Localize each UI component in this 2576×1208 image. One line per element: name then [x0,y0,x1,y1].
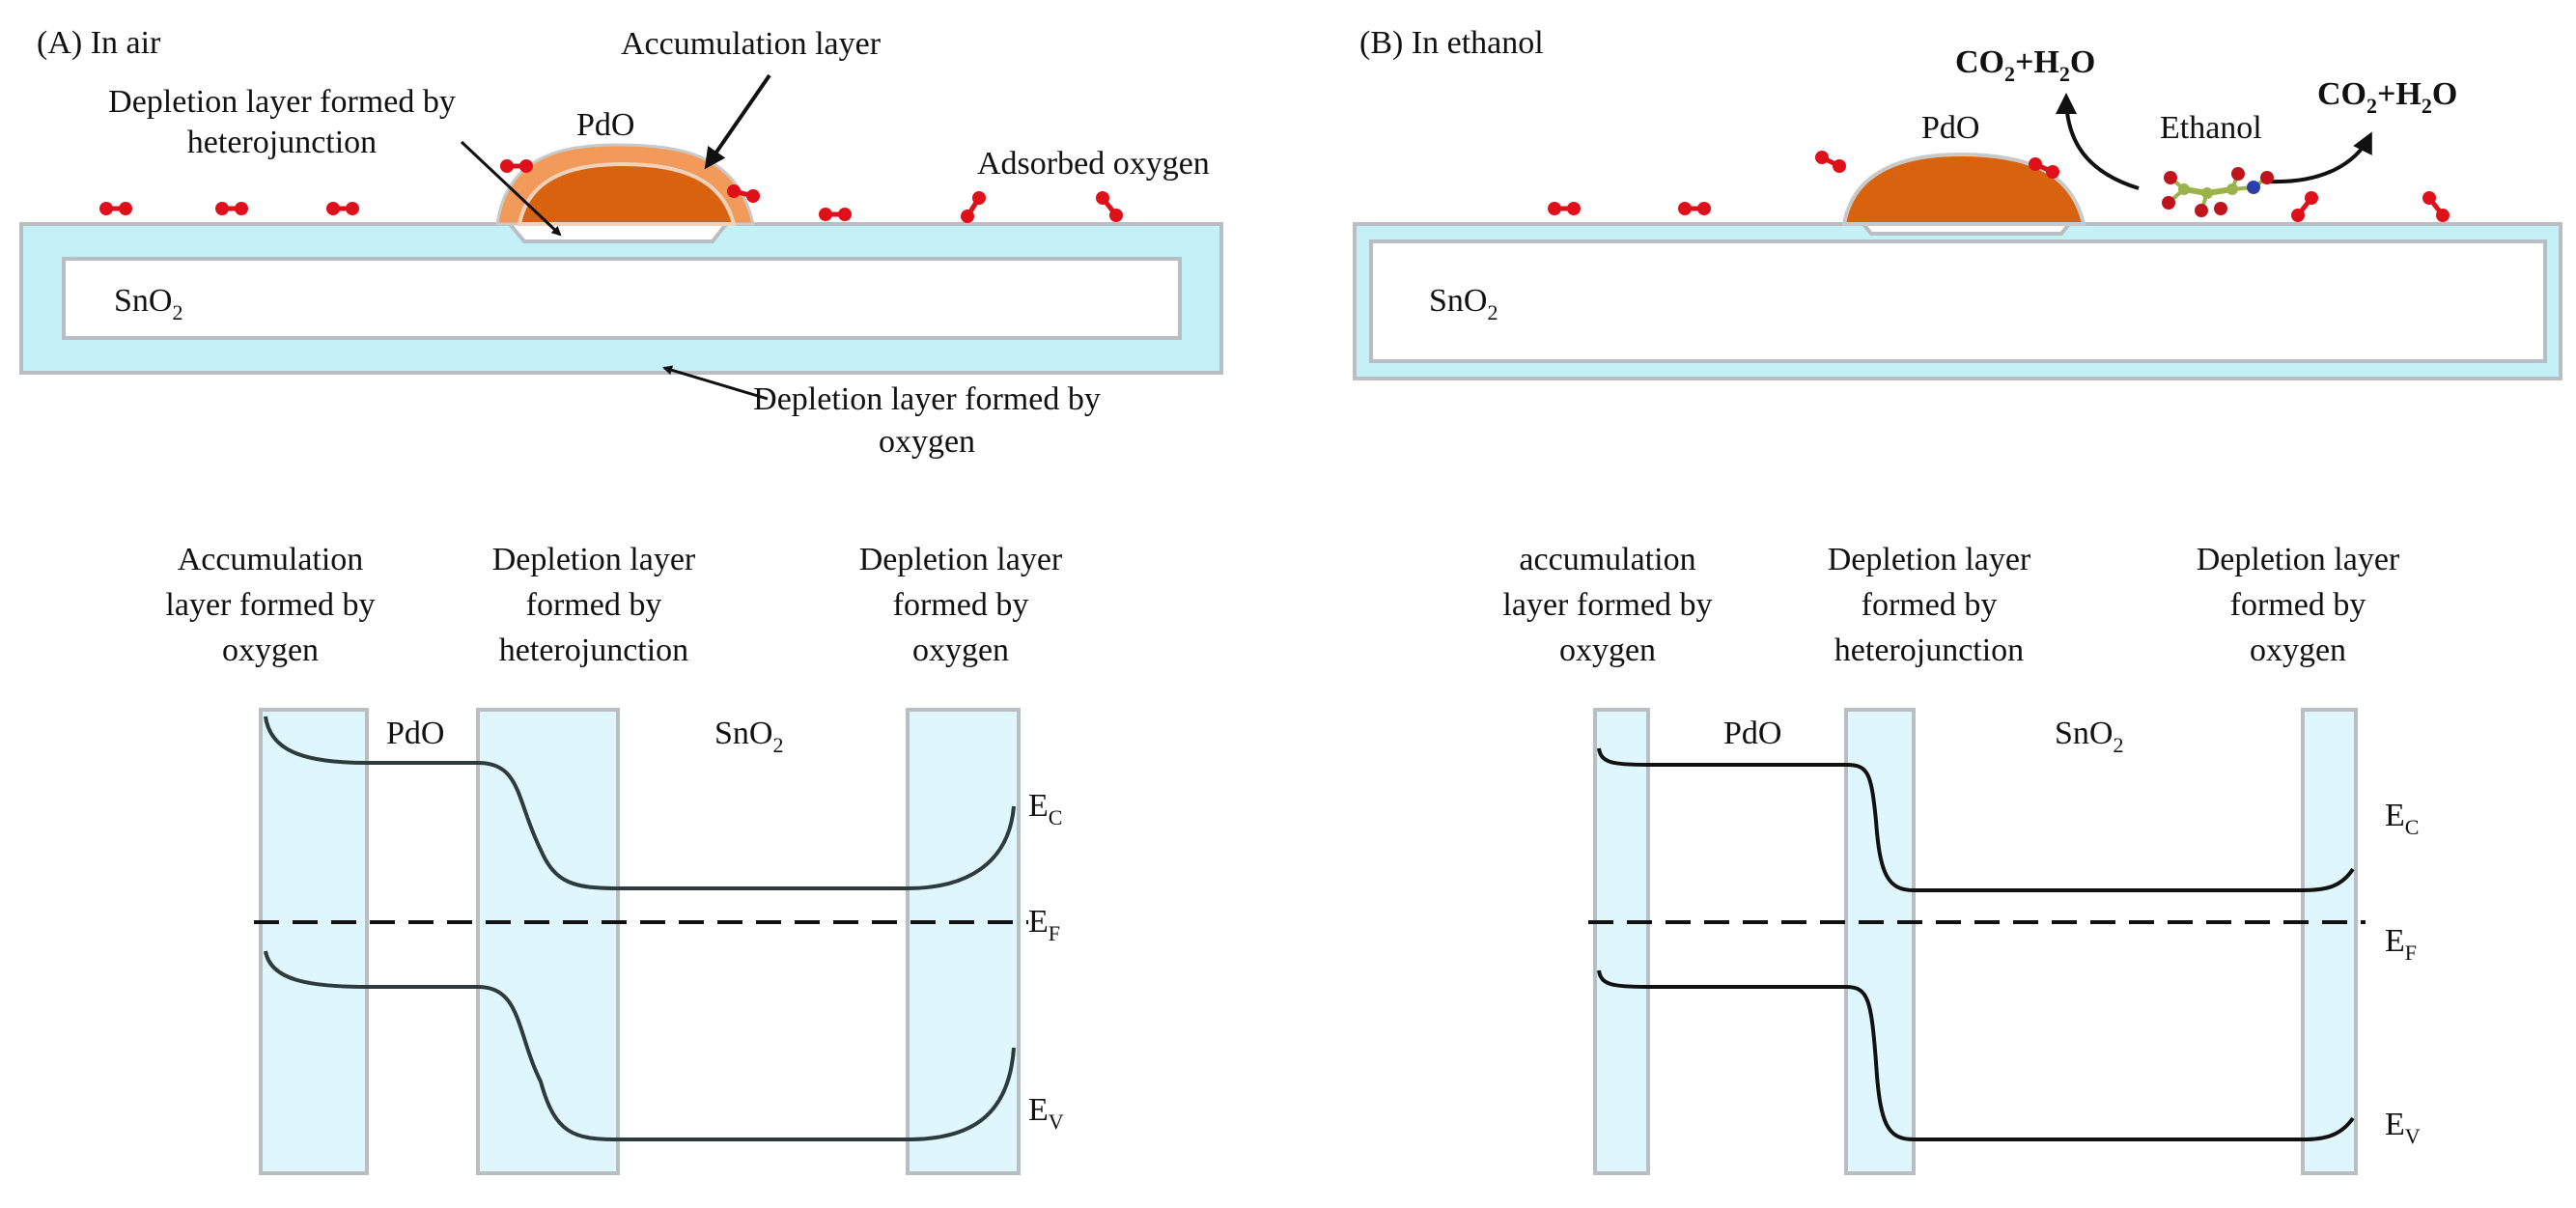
band-b-region3-line3: oxygen [2250,632,2346,668]
oxygen-molecule [500,159,533,173]
band-diagram-b: accumulation layer formed by oxygen Depl… [1502,542,2421,1175]
panel-b-co2-h2o-left: CO2+H2O [1955,44,2095,86]
oxygen-molecule [819,208,852,221]
oxygen-molecule [99,202,132,215]
band-a-region2-line1: Depletion layer [492,542,696,577]
panel-a-title: (A) In air [37,25,161,61]
band-a-region3-line2: formed by [893,587,1029,623]
band-a-valence-band [264,950,1016,1141]
band-b-region3-line2: formed by [2230,587,2366,623]
oxygen-molecule [1548,202,1581,215]
panel-a-sno2-label: SnO2 [114,283,182,324]
panel-a-depletion-oxygen-arrow [662,365,769,401]
band-b-ef-label: EF [2385,923,2417,965]
oxygen-molecule [2291,191,2318,222]
band-b-pdo-label: PdO [1723,716,1781,751]
band-a-region1-line2: layer formed by [165,587,375,623]
oxygen-molecule [215,202,248,215]
band-a-ec-label: EC [1028,788,1062,829]
band-b-conduction-band [1597,747,2355,892]
band-b-region1-line2: layer formed by [1502,587,1712,623]
ethanol-molecule [2162,167,2274,217]
oxygen-molecule [1815,151,1846,173]
panel-a-depletion-hetero-label-2: heterojunction [187,125,377,160]
panel-a-depletion-hetero-label-1: Depletion layer formed by [108,84,456,120]
panel-a-accumulation-label: Accumulation layer [621,26,882,62]
oxygen-molecule [2029,157,2059,179]
band-a-heterojunction-region [476,708,620,1175]
band-a-region3-line1: Depletion layer [859,542,1063,577]
panel-a-oxygen-molecules [99,159,1123,223]
band-b-ev-label: EV [2385,1107,2421,1148]
band-b-region1-line1: accumulation [1519,542,1695,577]
panel-b-sno2-label: SnO2 [1429,283,1498,324]
band-b-accumulation-region [1593,708,1650,1175]
panel-a-accumulation-arrow [704,73,771,170]
band-b-ec-label: EC [2385,798,2419,839]
band-b-sno2-label: SnO2 [2055,716,2123,757]
band-b-region2-line2: formed by [1862,587,1998,623]
oxygen-molecule [326,202,359,215]
panel-b-pdo-particle [1841,152,2086,226]
panel-b-title: (B) In ethanol [1359,25,1544,61]
band-a-region2-line2: formed by [526,587,662,623]
oxygen-molecule [2422,191,2450,222]
band-a-pdo-label: PdO [386,716,444,751]
band-a-ev-label: EV [1028,1092,1064,1134]
oxygen-molecule [961,191,986,223]
panel-a-sno2-core [62,257,1182,340]
panel-a-adsorbed-oxygen-label: Adsorbed oxygen [977,146,1210,182]
band-a-sno2-label: SnO2 [714,716,783,757]
panel-b-product-arrow-left [2056,93,2140,190]
panel-b-oxygen-molecules [1548,151,2450,222]
panel-b-sno2-core [1369,239,2547,363]
band-b-region1-line3: oxygen [1559,632,1656,668]
panel-a-depletion-oxygen-label-2: oxygen [879,424,975,460]
panel-a-structure: (A) In air SnO2 PdO Accumulation layer D… [19,25,1223,460]
band-a-ef-label: EF [1028,904,1060,945]
band-a-region1-line3: oxygen [222,632,319,668]
band-b-region2-line1: Depletion layer [1828,542,2031,577]
band-a-accumulation-region [259,708,369,1175]
band-a-region2-line3: heterojunction [499,632,688,668]
band-b-region-labels: accumulation layer formed by oxygen Depl… [1502,542,2400,668]
band-b-region2-line3: heterojunction [1834,632,2024,668]
panel-b-co2-h2o-right: CO2+H2O [2317,76,2457,118]
band-b-valence-band [1597,969,2355,1141]
band-a-region-labels: Accumulation layer formed by oxygen Depl… [165,542,1063,668]
band-diagram-a: Accumulation layer formed by oxygen Depl… [165,542,1064,1175]
band-a-region1-line1: Accumulation [178,542,364,577]
panel-a-pdo-label: PdO [576,107,634,143]
panel-a-depletion-oxygen-label-1: Depletion layer formed by [753,381,1101,417]
panel-b-structure: (B) In ethanol SnO2 PdO CO2+H2O CO2+H2O … [1353,25,2562,380]
band-a-region3-line3: oxygen [912,632,1009,668]
panel-b-product-arrow-right [2268,131,2372,184]
oxygen-molecule [1678,202,1711,215]
panel-b-ethanol-label: Ethanol [2160,110,2262,146]
band-b-region3-line1: Depletion layer [2197,542,2400,577]
panel-a-pdo-core [517,161,737,226]
oxygen-molecule [1096,191,1123,222]
oxygen-molecule [727,184,760,203]
band-a-oxygen-depletion-region [906,708,1021,1175]
panel-b-pdo-label: PdO [1921,110,1979,146]
panel-a-depletion-hetero-arrow [460,140,562,237]
band-b-oxygen-depletion-region [2301,708,2358,1175]
band-a-conduction-band [264,716,1016,890]
